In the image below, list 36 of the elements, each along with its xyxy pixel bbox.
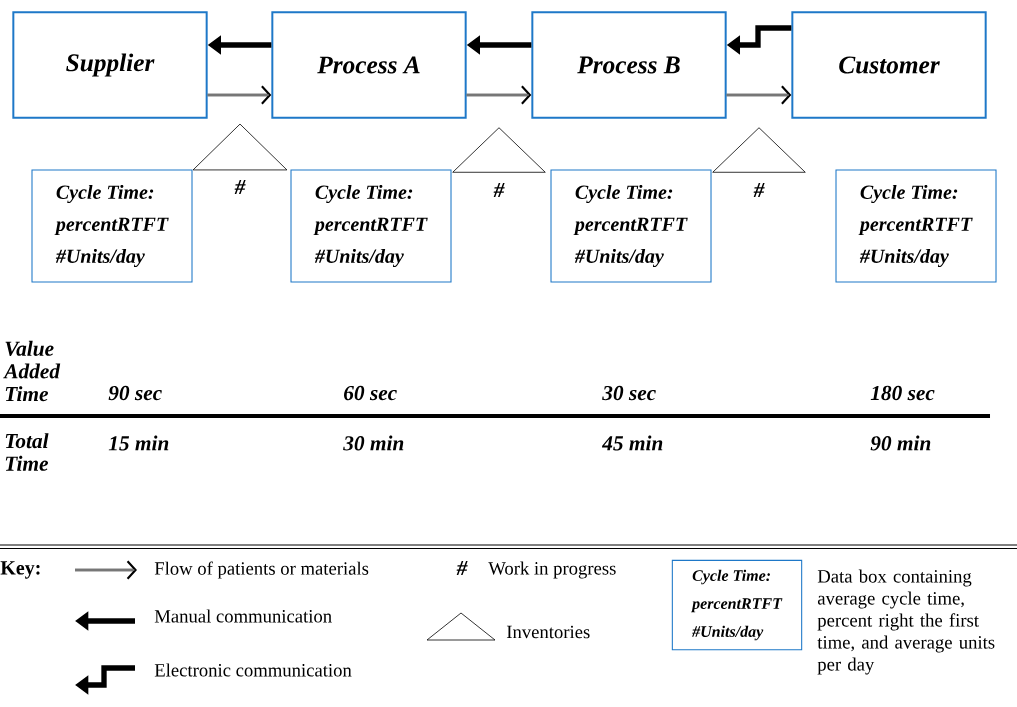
process-box: Supplier bbox=[12, 11, 208, 119]
row-heading: Value Added Time bbox=[3, 340, 61, 402]
inventory-triangle bbox=[712, 127, 806, 173]
inventory-triangle bbox=[452, 127, 546, 173]
legend-text: Electronic communication bbox=[154, 663, 352, 677]
time-value: 30 sec bbox=[602, 385, 656, 401]
flow-arrow bbox=[726, 85, 792, 105]
time-value: 30 min bbox=[343, 435, 404, 451]
time-value: 90 sec bbox=[108, 385, 162, 401]
process-box: Process B bbox=[531, 11, 727, 119]
process-box: Customer bbox=[791, 11, 987, 119]
row-heading: Total Time bbox=[5, 433, 49, 471]
legend-text: Manual communication bbox=[154, 609, 332, 623]
wip-symbol: # bbox=[753, 183, 765, 197]
legend-text: Data box containing average cycle time, percent right the first time, and average units per day bbox=[817, 569, 995, 675]
legend-text: Work in progress bbox=[488, 561, 616, 579]
flow-arrow bbox=[466, 85, 532, 105]
flow-arrow bbox=[207, 85, 272, 105]
data-box: Cycle Time: percentRTFT #Units/day bbox=[671, 559, 803, 651]
time-value: 45 min bbox=[601, 435, 663, 451]
process-box: Process A bbox=[271, 11, 467, 119]
wip-symbol: # bbox=[234, 180, 246, 194]
data-box: Cycle Time: percentRTFT #Units/day bbox=[31, 169, 193, 283]
legend-text: Inventories bbox=[506, 625, 590, 639]
data-box: Cycle Time: percentRTFT #Units/day bbox=[835, 169, 997, 283]
time-value: 180 sec bbox=[870, 385, 935, 401]
time-value: 60 sec bbox=[344, 385, 397, 401]
legend-text: Flow of patients or materials bbox=[154, 561, 369, 579]
time-value: 15 min bbox=[108, 435, 169, 451]
data-box: Cycle Time: percentRTFT #Units/day bbox=[290, 169, 452, 283]
key-heading: Key: bbox=[0, 561, 40, 579]
inventory-triangle bbox=[192, 123, 288, 171]
time-value: 90 min bbox=[870, 435, 931, 451]
wip-symbol: # bbox=[493, 183, 505, 197]
wip-symbol: # bbox=[456, 561, 468, 575]
data-box: Cycle Time: percentRTFT #Units/day bbox=[550, 169, 712, 283]
